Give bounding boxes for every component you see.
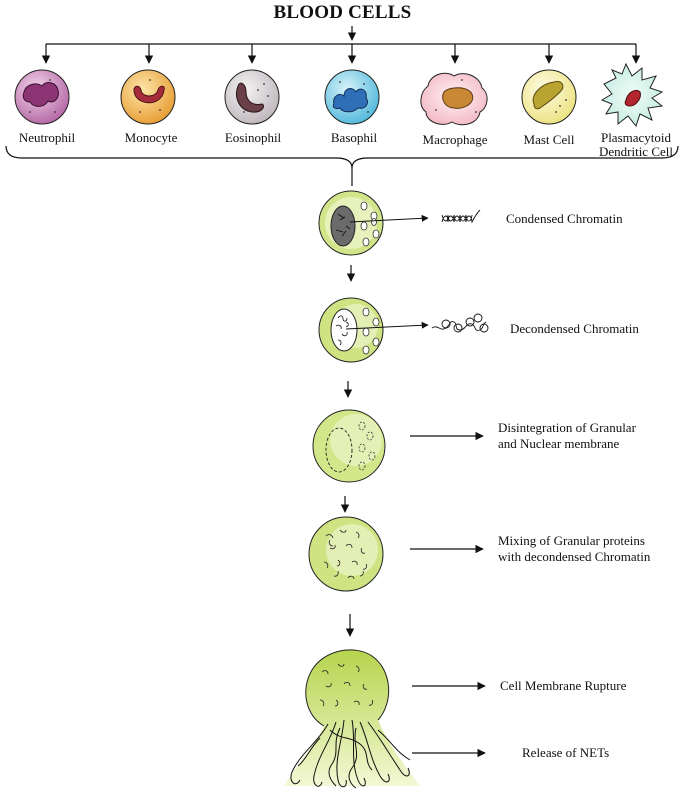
cell-label-dendritic-line2: Dendritic Cell xyxy=(598,144,673,159)
mixing-cell xyxy=(308,516,384,592)
cell-label-macrophage: Macrophage xyxy=(422,132,488,147)
condensed-chromatin-icon xyxy=(441,209,481,224)
cell-label-dendritic: Plasmacytoid Dendritic Cell xyxy=(588,131,684,159)
dendritic-cell xyxy=(600,62,664,128)
condensed-chromatin-cell xyxy=(318,190,384,256)
step-label-disintegration-line2: and Nuclear membrane xyxy=(498,436,620,451)
decondensed-chromatin-icon xyxy=(431,313,489,333)
cell-label-neutrophil: Neutrophil xyxy=(18,130,76,145)
step-label-disintegration-line1: Disintegration of Granular xyxy=(498,420,636,435)
grouping-brace xyxy=(5,145,679,169)
mast-cell xyxy=(521,69,577,125)
cell-label-basophil: Basophil xyxy=(330,130,378,145)
monocyte-cell xyxy=(120,69,176,125)
basophil-cell xyxy=(324,69,380,125)
step-label-mixing-line1: Mixing of Granular proteins xyxy=(498,533,645,548)
distribution-bracket xyxy=(41,26,641,64)
disintegrating-cell xyxy=(312,409,386,483)
step-label-mixing-line2: with decondensed Chromatin xyxy=(498,549,651,564)
macrophage-cell xyxy=(420,72,488,126)
step-label-rupture: Cell Membrane Rupture xyxy=(500,678,627,693)
neutrophil-cell xyxy=(14,69,70,125)
step-label-mixing: Mixing of Granular proteins with deconde… xyxy=(498,533,650,565)
cell-label-dendritic-line1: Plasmacytoid xyxy=(600,130,672,145)
arrow-to-condensed-icon xyxy=(349,214,429,223)
decondensed-chromatin-cell xyxy=(318,297,384,363)
cell-label-monocyte: Monocyte xyxy=(124,130,178,145)
eosinophil-cell xyxy=(224,69,280,125)
net-releasing-cell xyxy=(284,649,420,789)
cell-label-eosinophil: Eosinophil xyxy=(224,130,282,145)
diagram-title: BLOOD CELLS xyxy=(273,2,412,23)
step-label-nets: Release of NETs xyxy=(522,745,610,760)
cell-label-mast-cell: Mast Cell xyxy=(523,132,575,147)
step-label-disintegration: Disintegration of Granular and Nuclear m… xyxy=(498,420,636,452)
step-label-decondensed: Decondensed Chromatin xyxy=(510,321,639,336)
step-label-condensed: Condensed Chromatin xyxy=(506,211,623,226)
arrow-to-decondensed-icon xyxy=(345,321,429,330)
